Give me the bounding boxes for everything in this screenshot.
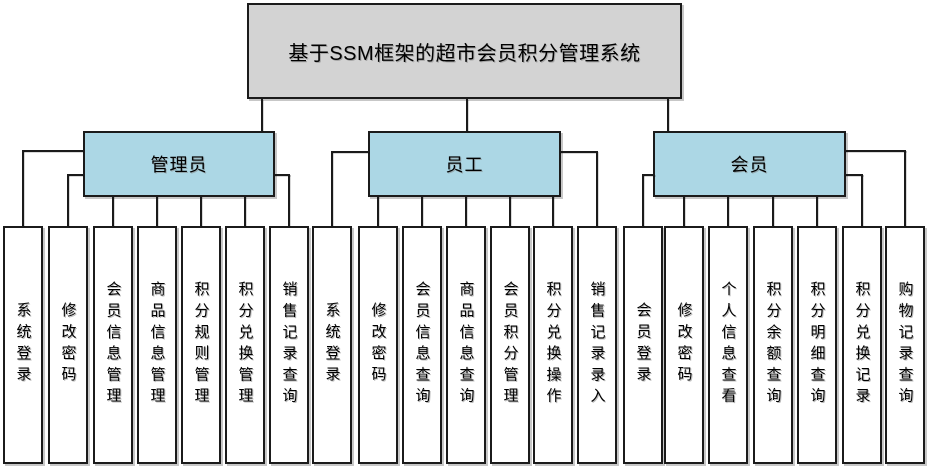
connector-line <box>244 196 246 226</box>
connector-line <box>727 196 729 226</box>
connector-line <box>844 150 906 152</box>
leaf-node: 积分兑换操作 <box>533 226 573 464</box>
connector-line <box>559 151 597 153</box>
leaf-node: 销售记录查询 <box>269 226 309 464</box>
connector-line <box>67 174 69 226</box>
leaf-node: 购物记录查询 <box>885 226 925 464</box>
connector-line <box>274 174 290 176</box>
connector-line <box>288 174 290 226</box>
leaf-node: 会员积分管理 <box>490 226 530 464</box>
leaf-node: 商品信息管理 <box>137 226 177 464</box>
leaf-node-label: 积分兑换操作 <box>544 281 562 409</box>
connector-line <box>642 174 655 176</box>
connector-line <box>156 196 158 226</box>
branch-node-admin: 管理员 <box>83 131 275 197</box>
connector-line <box>552 196 554 226</box>
leaf-node-label: 积分兑换管理 <box>236 281 254 409</box>
connector-line <box>772 196 774 226</box>
branch-node-label: 管理员 <box>150 155 208 175</box>
leaf-node-label: 会员积分管理 <box>501 281 519 409</box>
connector-line <box>331 151 369 153</box>
branch-node-member: 会员 <box>653 131 846 197</box>
connector-line <box>23 150 83 152</box>
leaf-node-label: 商品信息管理 <box>148 281 166 409</box>
leaf-node: 会员信息管理 <box>93 226 133 464</box>
leaf-node: 个人信息查看 <box>708 226 748 464</box>
connector-line <box>465 196 467 226</box>
leaf-node-label: 积分兑换记录 <box>853 281 871 409</box>
leaf-node: 系统登录 <box>312 226 352 464</box>
leaf-node-label: 会员信息查询 <box>413 281 431 409</box>
connector-line <box>200 196 202 226</box>
leaf-node: 积分余额查询 <box>753 226 793 464</box>
leaf-node-label: 会员信息管理 <box>104 281 122 409</box>
leaf-node-label: 积分余额查询 <box>764 281 782 409</box>
leaf-node-label: 会员登录 <box>634 302 652 388</box>
leaf-node-label: 修改密码 <box>59 302 77 388</box>
connector-line <box>904 150 906 226</box>
leaf-node-label: 购物记录查询 <box>896 281 914 409</box>
leaf-node: 销售记录录入 <box>577 226 617 464</box>
leaf-node: 系统登录 <box>3 226 43 464</box>
leaf-node: 修改密码 <box>48 226 88 464</box>
branch-node-staff: 员工 <box>368 131 561 197</box>
leaf-node-label: 系统登录 <box>323 302 341 388</box>
leaf-node-label: 积分规则管理 <box>192 281 210 409</box>
connector-line <box>861 174 863 226</box>
leaf-node: 积分规则管理 <box>181 226 221 464</box>
leaf-node-label: 修改密码 <box>369 302 387 388</box>
connector-line <box>816 196 818 226</box>
branch-node-label: 会员 <box>730 155 769 175</box>
leaf-node-label: 积分明细查询 <box>808 281 826 409</box>
branch-node-label: 员工 <box>445 155 484 175</box>
connector-line <box>683 196 685 226</box>
leaf-node: 修改密码 <box>664 226 704 464</box>
root-node-label: 基于SSM框架的超市会员积分管理系统 <box>288 42 641 65</box>
connector-line <box>261 99 263 131</box>
connector-line <box>22 150 24 226</box>
leaf-node: 积分兑换管理 <box>225 226 265 464</box>
connector-line <box>844 174 863 176</box>
leaf-node: 积分兑换记录 <box>842 226 882 464</box>
leaf-node: 会员登录 <box>623 226 663 464</box>
connector-line <box>466 99 468 131</box>
connector-line <box>667 99 669 131</box>
connector-line <box>377 196 379 226</box>
connector-line <box>421 196 423 226</box>
leaf-node: 会员信息查询 <box>402 226 442 464</box>
leaf-node: 修改密码 <box>358 226 398 464</box>
connector-line <box>68 174 83 176</box>
leaf-node-label: 个人信息查看 <box>719 281 737 409</box>
leaf-node-label: 修改密码 <box>675 302 693 388</box>
leaf-node: 商品信息查询 <box>446 226 486 464</box>
connector-line <box>112 196 114 226</box>
leaf-node-label: 销售记录录入 <box>588 281 606 409</box>
connector-line <box>331 151 333 226</box>
root-node: 基于SSM框架的超市会员积分管理系统 <box>247 3 682 99</box>
connector-line <box>642 174 644 226</box>
connector-line <box>509 196 511 226</box>
leaf-node-label: 商品信息查询 <box>457 281 475 409</box>
leaf-node: 积分明细查询 <box>797 226 837 464</box>
leaf-node-label: 销售记录查询 <box>280 281 298 409</box>
connector-line <box>596 151 598 226</box>
leaf-node-label: 系统登录 <box>14 302 32 388</box>
